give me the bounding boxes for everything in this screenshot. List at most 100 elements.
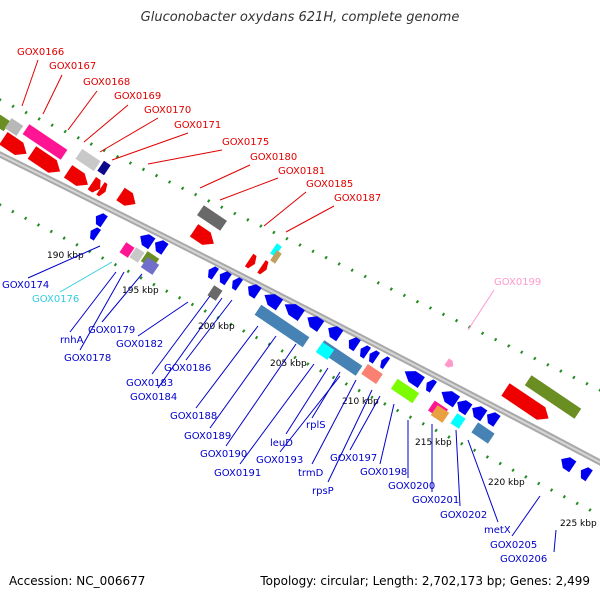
gene-label-bottom[interactable]: GOX0188 [170, 411, 217, 422]
tick-dot-inner [36, 223, 41, 227]
tick-dot-inner [126, 269, 130, 274]
tick-dot-inner [24, 216, 28, 221]
gene-label-bottom[interactable]: GOX0206 [500, 554, 547, 565]
tick-dot-inner [319, 369, 323, 373]
scale-label: 210 kbp [342, 397, 379, 407]
tick-dot-outer [337, 262, 341, 266]
genome-stats-label: Topology: circular; Length: 2,702,173 bp… [260, 574, 590, 588]
tick-dot-outer [89, 142, 93, 146]
tick-dot-inner [139, 276, 143, 280]
tick-dot-outer [63, 129, 67, 134]
gene-label-bottom[interactable]: GOX0189 [184, 431, 231, 442]
cog-class-bar [471, 422, 495, 444]
scale-label: 220 kbp [488, 478, 525, 488]
tick-dot-inner [370, 395, 374, 400]
gene-label-top[interactable]: GOX0167 [49, 61, 96, 72]
gene-label-bottom[interactable]: rplS [306, 420, 326, 431]
gene-label-bottom[interactable]: GOX0184 [130, 392, 177, 403]
tick-dot-inner [11, 209, 15, 214]
gene-label-top[interactable]: GOX0185 [306, 179, 353, 190]
gene-label-bottom[interactable]: GOX0191 [214, 468, 261, 479]
gene-label-bottom[interactable]: GOX0197 [330, 453, 377, 464]
cog-class-bar [390, 378, 420, 404]
gene-label-top[interactable]: GOX0181 [278, 166, 325, 177]
leader-line [553, 529, 557, 553]
cog-class-bar [197, 205, 227, 231]
cog-class-bar [129, 247, 145, 263]
gene-label-top[interactable]: GOX0169 [114, 91, 161, 102]
tick-dot-outer [376, 281, 380, 285]
gene-label-bottom[interactable]: GOX0193 [256, 455, 303, 466]
tick-dot-inner [357, 388, 361, 393]
scale-label: 200 kbp [198, 322, 235, 332]
tick-dot-inner [395, 408, 400, 413]
gene-label-bottom[interactable]: GOX0183 [126, 378, 173, 389]
gene-label-bottom[interactable]: GOX0174 [2, 280, 49, 291]
tick-dot-outer [233, 211, 237, 216]
gene-label-bottom[interactable]: GOX0182 [116, 339, 163, 350]
forward-cds-arrow [257, 260, 269, 275]
leader-line [311, 379, 357, 465]
gene-label-bottom[interactable]: GOX0179 [88, 325, 135, 336]
gene-label-bottom[interactable]: trmD [298, 468, 324, 479]
cog-class-bar [254, 304, 310, 348]
leader-line [27, 245, 101, 279]
tick-dot-outer [272, 230, 276, 235]
reverse-cds-arrow [90, 227, 101, 241]
scale-label: 215 kbp [415, 438, 452, 448]
cog-class-bar [450, 413, 466, 429]
leader-line [311, 371, 341, 419]
forward-cds-arrow [96, 182, 108, 197]
tick-dot-inner [421, 422, 425, 426]
tick-dot-inner [0, 203, 2, 207]
leader-line [185, 299, 233, 361]
leader-line [285, 205, 335, 233]
tick-dot-outer [520, 350, 524, 354]
gene-label-bottom[interactable]: leuD [270, 438, 293, 449]
gene-label-bottom[interactable]: GOX0200 [388, 481, 435, 492]
gene-label-bottom[interactable]: metX [484, 525, 511, 536]
reverse-cds-arrow [487, 412, 501, 427]
scale-label: 190 kbp [47, 251, 84, 261]
reverse-cds-arrow [140, 234, 156, 250]
tick-dot-inner [75, 243, 79, 247]
gene-label-top[interactable]: GOX0180 [250, 152, 297, 163]
tick-dot-inner [280, 349, 284, 353]
leader-line [467, 439, 499, 523]
tick-dot-inner [434, 428, 438, 433]
leader-line [59, 261, 113, 293]
gene-label-bottom[interactable]: rnhA [60, 335, 84, 346]
cog-class-bar [207, 285, 223, 301]
gene-label-bottom[interactable]: GOX0205 [490, 540, 537, 551]
gene-label-top[interactable]: GOX0175 [222, 137, 269, 148]
cog-class-bar [4, 118, 24, 136]
tick-dot-outer [428, 306, 433, 310]
gene-label-bottom[interactable]: GOX0190 [200, 449, 247, 460]
gene-label-top[interactable]: GOX0166 [17, 47, 64, 58]
cog-class-bar [270, 250, 282, 264]
gene-label-top[interactable]: GOX0187 [334, 193, 381, 204]
gene-label-top[interactable]: GOX0170 [144, 105, 191, 116]
reverse-cds-arrow [472, 406, 488, 422]
gene-label-top[interactable]: GOX0168 [83, 77, 130, 88]
gene-label-highlight[interactable]: GOX0199 [494, 277, 541, 288]
cog-class-bar [119, 242, 135, 258]
gene-label-bottom[interactable]: GOX0176 [32, 294, 79, 305]
tick-dot-inner [165, 289, 169, 293]
tick-dot-outer [572, 375, 576, 380]
reverse-cds-arrow [307, 316, 325, 332]
gene-label-top[interactable]: GOX0171 [174, 120, 221, 131]
tick-dot-outer [402, 293, 406, 298]
gene-label-bottom[interactable]: GOX0201 [412, 495, 459, 506]
tick-dot-inner [229, 322, 233, 327]
leader-line [137, 301, 189, 337]
gene-label-bottom[interactable]: rpsP [312, 486, 334, 497]
cog-class-bar [22, 124, 68, 160]
reverse-cds-arrow [155, 240, 169, 255]
tick-dot-outer [259, 224, 263, 228]
gene-label-bottom[interactable]: GOX0198 [360, 467, 407, 478]
gene-label-bottom[interactable]: GOX0186 [164, 363, 211, 374]
gene-label-bottom[interactable]: GOX0202 [440, 510, 487, 521]
tick-dot-inner [549, 488, 554, 492]
gene-label-bottom[interactable]: GOX0178 [64, 353, 111, 364]
